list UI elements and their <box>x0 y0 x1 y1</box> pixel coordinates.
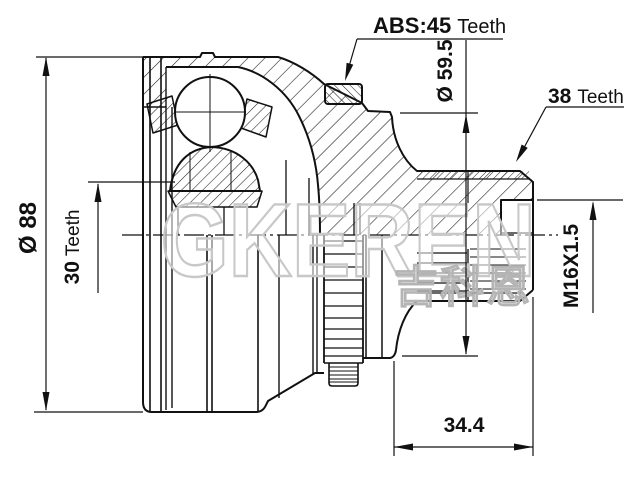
shaft-exterior-contour <box>363 289 534 359</box>
thread-lines <box>470 248 526 290</box>
dimension-step-diameter: Ø 59.5 <box>400 39 478 357</box>
cavity-contour <box>166 66 321 236</box>
arrowhead <box>345 62 354 81</box>
left-face-grooves <box>149 57 173 412</box>
bell-exterior-contour <box>142 57 324 413</box>
dimension-inner-spline: 30Teeth <box>61 181 175 293</box>
abs-ring-teeth-dense <box>329 366 358 383</box>
arrowhead <box>514 443 533 451</box>
watermark-brand: GKEREN <box>161 183 536 299</box>
label-outer-diameter: Ø 88 <box>15 202 42 254</box>
arrowhead <box>589 201 597 220</box>
watermark: GKEREN 吉科恩 <box>159 182 536 313</box>
arrowhead <box>462 114 470 133</box>
dimension-spline-length: 34.4 <box>393 297 534 456</box>
arrowhead <box>394 443 413 451</box>
arrowhead <box>462 336 470 355</box>
label-thread: M16X1.5 <box>560 224 583 308</box>
abs-ring-section <box>324 83 363 105</box>
label-inner-spline: 30Teeth <box>61 210 84 285</box>
abs-ring-teeth <box>324 240 363 357</box>
arrowhead <box>94 183 102 202</box>
shaft-spline-lines <box>417 252 467 292</box>
cv-joint-exterior-bottom <box>142 57 534 413</box>
label-step-diameter: Ø 59.5 <box>434 39 457 102</box>
spline-band-section <box>417 171 529 179</box>
arrowhead <box>42 392 50 411</box>
dimension-outer-diameter: Ø 88 <box>15 56 143 413</box>
cv-joint-section-top <box>143 52 534 290</box>
abs-ring-exterior <box>323 235 364 387</box>
arrowhead <box>516 144 528 162</box>
bell-outer-contour <box>143 52 534 235</box>
label-spline-length: 34.4 <box>444 414 485 437</box>
watermark-brand-cjk: 吉科恩 <box>394 263 532 312</box>
arrowhead <box>42 57 50 76</box>
dimension-thread: M16X1.5 <box>537 199 623 313</box>
